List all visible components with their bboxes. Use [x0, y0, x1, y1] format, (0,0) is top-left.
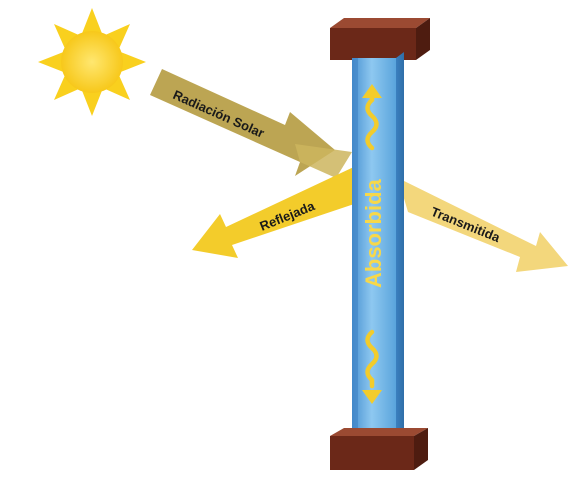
top-frame-block [330, 18, 430, 60]
incident-radiation-arrow: Radiación Solar [150, 69, 352, 178]
transmitted-arrow: Transmitida [398, 178, 568, 272]
sun-icon [38, 8, 146, 116]
bottom-frame-block [330, 428, 428, 470]
reflected-arrow: Reflejada [192, 165, 372, 258]
absorbed-label: Absorbida [361, 178, 386, 288]
